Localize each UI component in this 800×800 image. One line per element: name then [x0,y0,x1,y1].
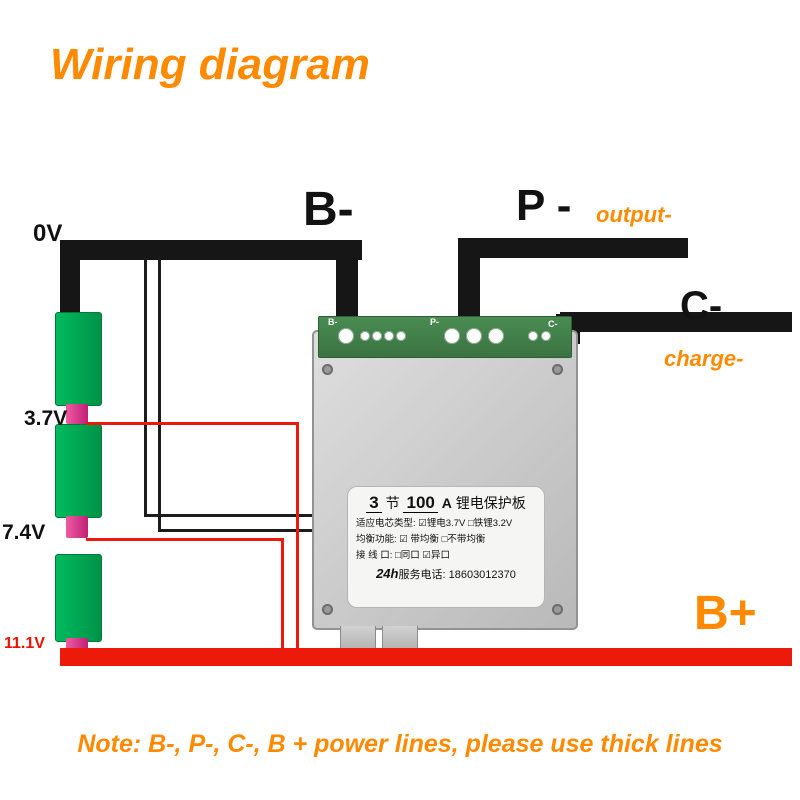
screw-hole-top-left [322,364,333,375]
label-0v: 0V [33,220,63,247]
balance-wire-red-1-horizontal [86,422,298,425]
balance-wire-red-2-horizontal [86,538,284,541]
label-7v4: 7.4V [2,521,46,544]
spec-cell-type-line: 适应电芯类型: ☑锂电3.7V □铁锂3.2V [356,518,513,529]
note-text: Note: B-, P-, C-, B + power lines, pleas… [77,730,723,758]
spec-service-phone-line: 24h服务电话: 18603012370 [356,566,536,582]
label-charge: charge- [664,346,744,371]
solder-pad [384,331,394,341]
spec-balance-line: 均衡功能: ☑ 带均衡 □不带均衡 [356,533,486,545]
strip-label-b-minus: B- [328,317,338,327]
wire-bminus-horizontal [60,240,362,260]
solder-pad [372,331,382,341]
balance-wire-black-2-horizontal [158,529,312,532]
wire-pminus-horizontal [458,238,688,258]
strip-label-p-minus: P- [430,317,439,327]
label-output: output- [596,202,672,227]
screw-hole-top-right [552,364,563,375]
solder-pad [541,331,551,341]
solder-pad [444,328,460,344]
spec-cells-unit: 节 [385,495,400,511]
board-spec-label: 3 节 100 A 锂电保护板 适应电芯类型: ☑锂电3.7V □铁锂3.2V … [347,486,545,608]
solder-pad [528,331,538,341]
spec-title-line: 3 节 100 A 锂电保护板 [356,493,536,513]
battery-connector-2 [66,516,88,538]
battery-cell-2 [55,424,102,518]
balance-wire-black-1-vertical [144,258,147,517]
wire-bminus-battery-drop [60,240,80,314]
battery-cell-1 [55,312,102,406]
label-3v7: 3.7V [24,407,68,430]
spec-port-line: 接 线 口: □同口 ☑异口 [356,549,450,561]
board-tab-1 [340,626,376,651]
screw-hole-bottom-right [552,604,563,615]
spec-service-prefix: 24h [376,566,399,582]
balance-wire-black-2-vertical [158,258,161,532]
wire-bminus-board-drop [336,240,358,326]
solder-pad [396,331,406,341]
battery-connector-1 [66,404,88,424]
label-b-plus: B+ [694,587,757,640]
label-p-minus: P - [516,181,572,230]
wire-bplus-bar [60,648,792,666]
spec-product-name: 锂电保护板 [455,495,526,511]
solder-pad [488,328,504,344]
solder-pad [466,328,482,344]
strip-label-c-minus: C- [548,319,558,329]
spec-service-rest: 服务电话: 18603012370 [398,569,516,582]
solder-pad [360,331,370,341]
wire-pminus-board-drop [458,238,480,326]
spec-current: 100 [403,493,438,513]
balance-wire-red-2-vertical [281,538,284,651]
label-c-minus: C- [680,284,723,328]
label-11v1: 11.1V [4,635,45,652]
balance-wire-black-1-horizontal [144,514,312,517]
solder-pad [338,328,354,344]
board-tab-2 [382,626,418,651]
battery-cell-3 [55,554,102,642]
screw-hole-bottom-left [322,604,333,615]
balance-wire-red-1-vertical [296,422,299,651]
spec-cells-count: 3 [366,493,382,513]
spec-current-unit: A [441,495,452,511]
page-title: Wiring diagram [50,40,370,89]
wire-cminus-horizontal [560,312,792,332]
label-b-minus: B- [303,183,354,236]
